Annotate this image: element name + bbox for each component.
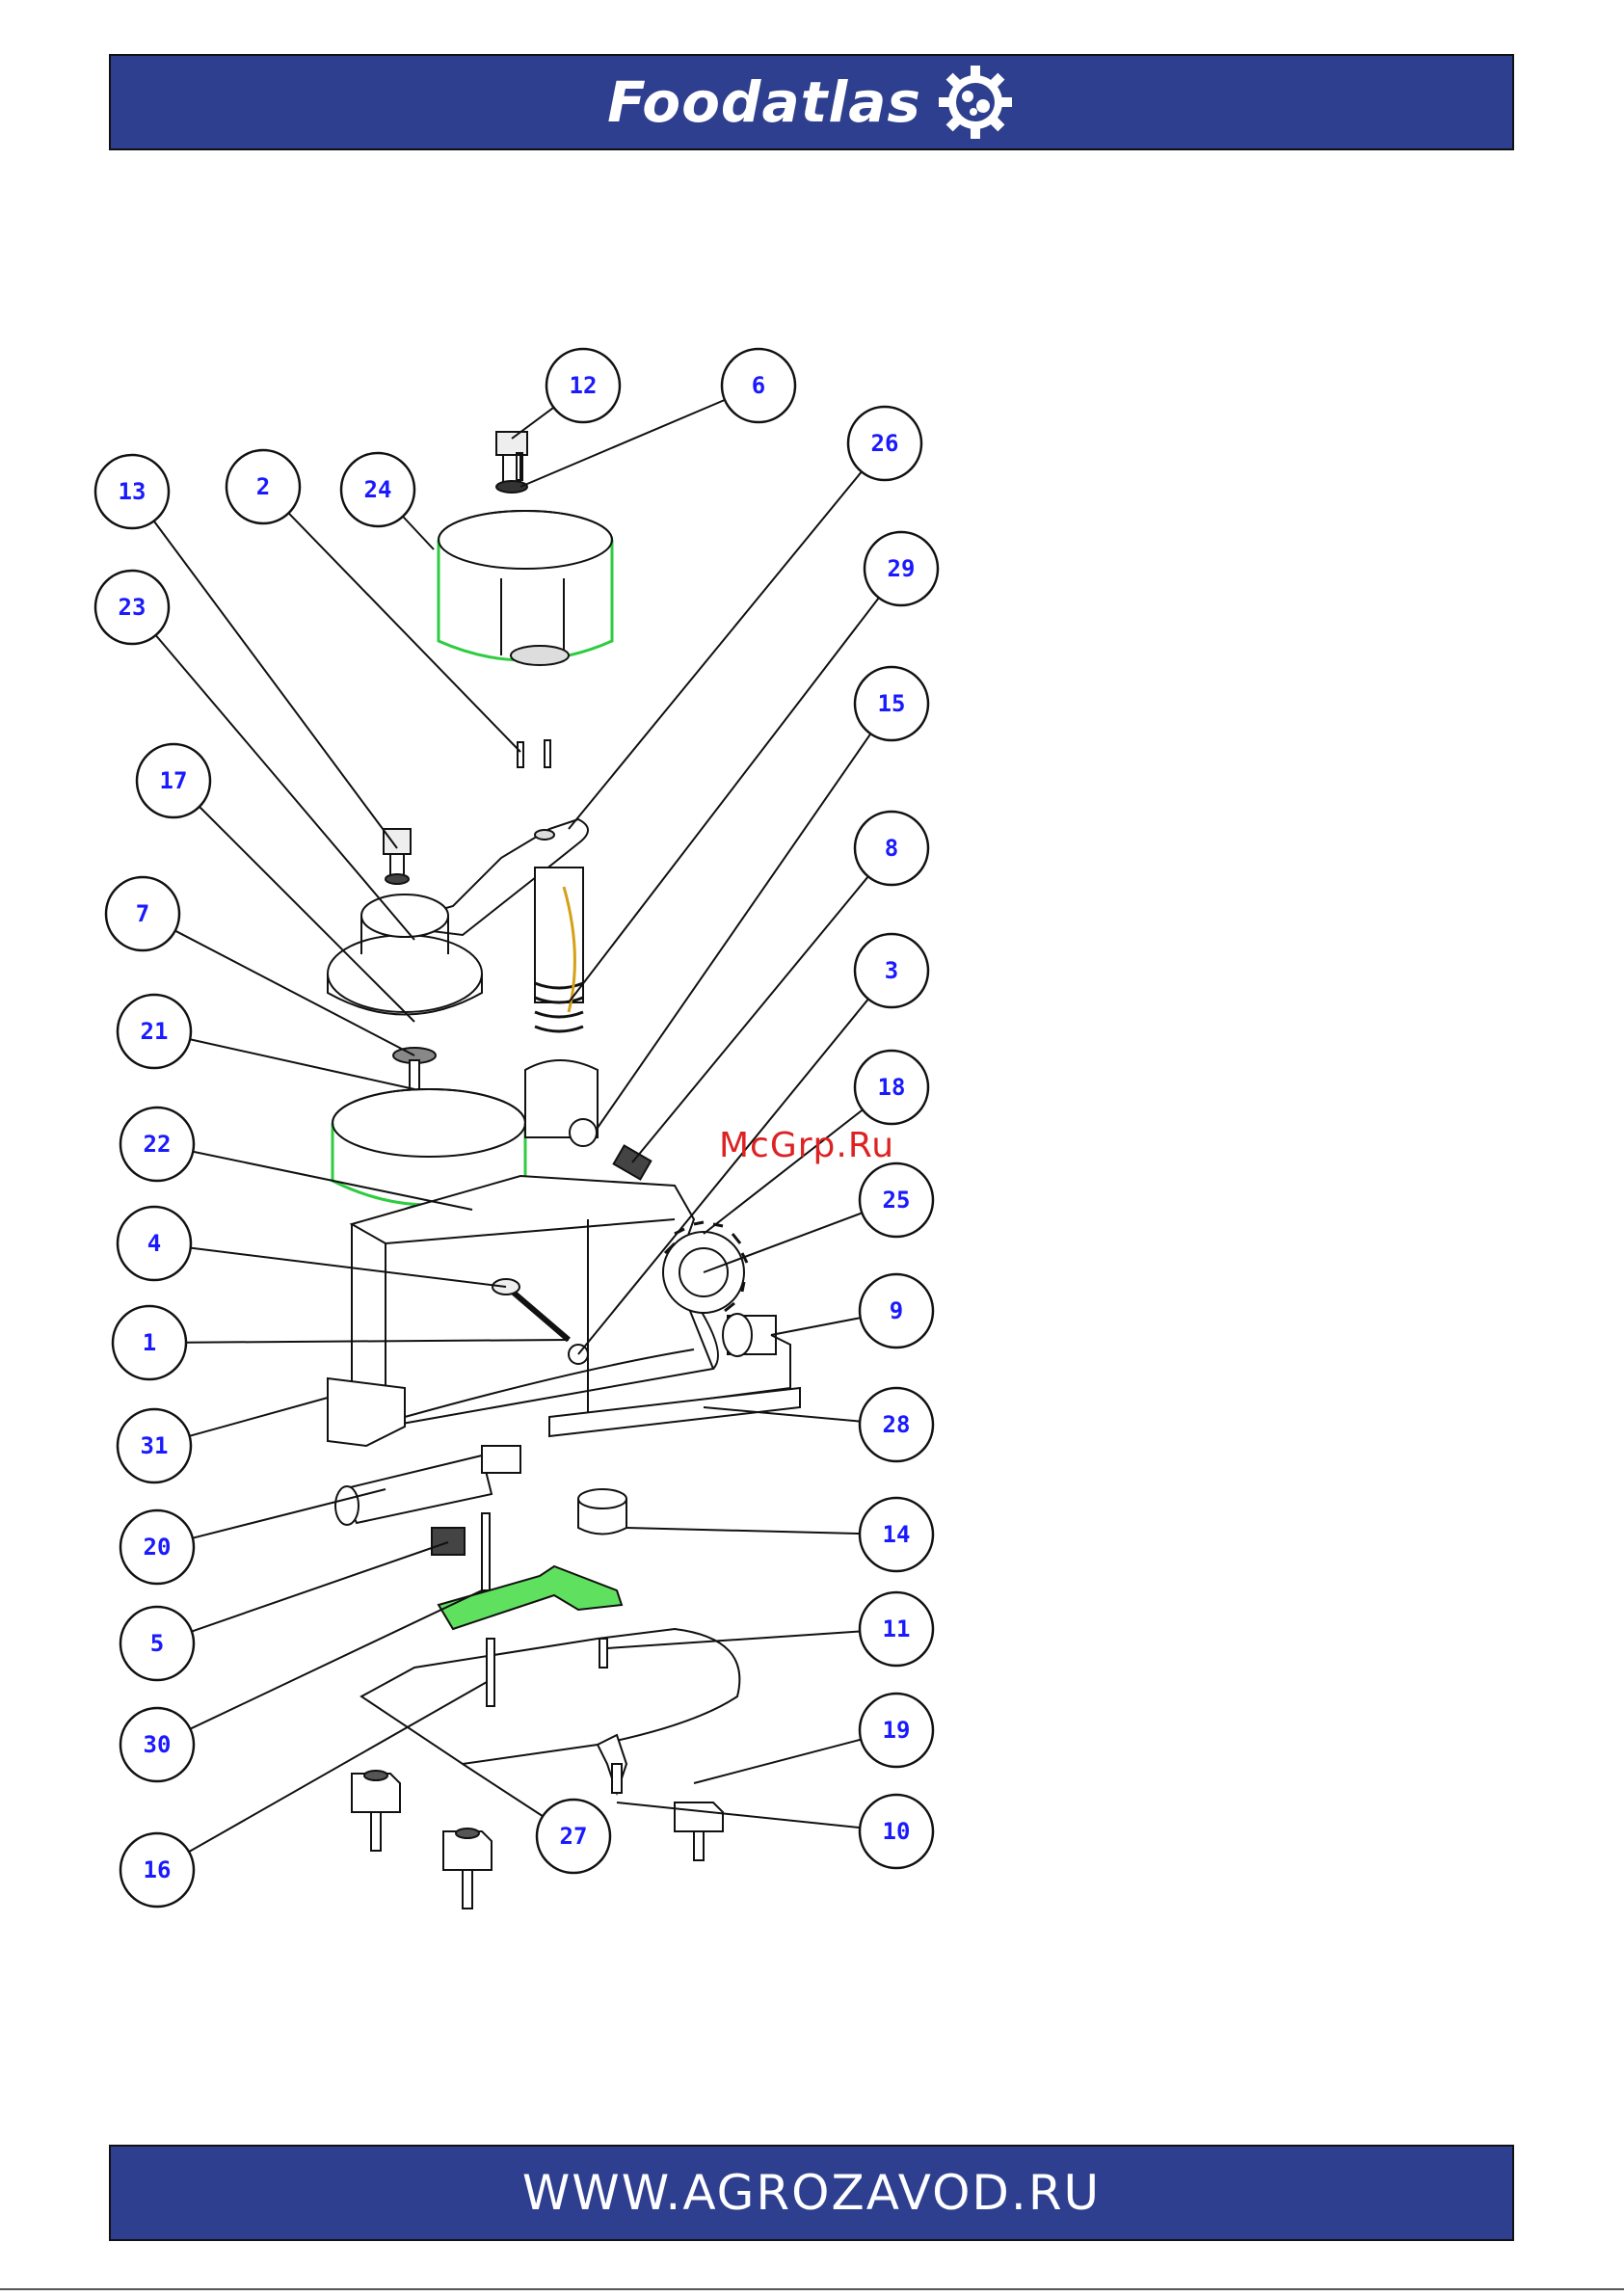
callout-label-13: 13 <box>119 478 146 505</box>
leader-line-29 <box>569 598 879 1002</box>
leader-line-24 <box>403 517 434 549</box>
callout-label-5: 5 <box>150 1630 164 1657</box>
leader-line-9 <box>771 1318 861 1335</box>
callout-label-28: 28 <box>883 1411 911 1438</box>
page-bottom-rule <box>0 2288 1624 2290</box>
gear-logo-icon <box>935 62 1016 143</box>
callout-label-16: 16 <box>144 1856 172 1883</box>
leader-line-26 <box>569 471 862 829</box>
footer-banner: WWW.AGROZAVOD.RU <box>109 2145 1514 2241</box>
leader-line-21 <box>190 1039 414 1089</box>
callout-label-21: 21 <box>141 1018 169 1045</box>
callout-label-8: 8 <box>885 835 898 862</box>
callout-label-6: 6 <box>752 372 765 399</box>
callout-label-10: 10 <box>883 1818 911 1845</box>
callout-label-23: 23 <box>119 594 146 621</box>
leader-line-5 <box>192 1542 448 1632</box>
callout-label-30: 30 <box>144 1731 172 1758</box>
callout-label-31: 31 <box>141 1432 169 1459</box>
callout-label-17: 17 <box>160 767 188 794</box>
leader-line-31 <box>190 1398 328 1436</box>
callout-label-12: 12 <box>570 372 598 399</box>
callout-label-22: 22 <box>144 1131 172 1158</box>
leader-line-27 <box>463 1764 543 1816</box>
callout-label-26: 26 <box>871 430 899 457</box>
brand-logo: Foodatlas <box>607 62 1016 143</box>
callout-label-19: 19 <box>883 1717 911 1744</box>
leader-line-14 <box>626 1528 860 1534</box>
callout-label-2: 2 <box>256 473 270 500</box>
callout-label-7: 7 <box>136 900 149 927</box>
leader-line-19 <box>694 1740 861 1783</box>
callout-label-27: 27 <box>560 1823 588 1850</box>
header-banner: Foodatlas <box>109 54 1514 150</box>
footer-url: WWW.AGROZAVOD.RU <box>522 2165 1101 2221</box>
callout-label-15: 15 <box>878 690 906 717</box>
watermark-text: McGrp.Ru <box>719 1126 894 1165</box>
callout-label-24: 24 <box>364 476 392 503</box>
callout-label-18: 18 <box>878 1074 906 1101</box>
callout-label-11: 11 <box>883 1615 911 1642</box>
callout-label-25: 25 <box>883 1187 911 1214</box>
brand-name: Foodatlas <box>607 69 921 135</box>
callout-label-9: 9 <box>890 1297 903 1324</box>
callout-label-14: 14 <box>883 1521 911 1548</box>
leader-line-12 <box>512 408 554 439</box>
callout-label-4: 4 <box>147 1230 161 1257</box>
callout-label-20: 20 <box>144 1534 172 1561</box>
callout-label-3: 3 <box>885 957 898 984</box>
leader-line-15 <box>598 734 870 1128</box>
leader-line-10 <box>617 1802 860 1828</box>
callout-label-29: 29 <box>888 555 916 582</box>
leader-line-8 <box>632 876 868 1162</box>
callout-label-1: 1 <box>143 1329 156 1356</box>
leader-line-6 <box>520 400 725 487</box>
